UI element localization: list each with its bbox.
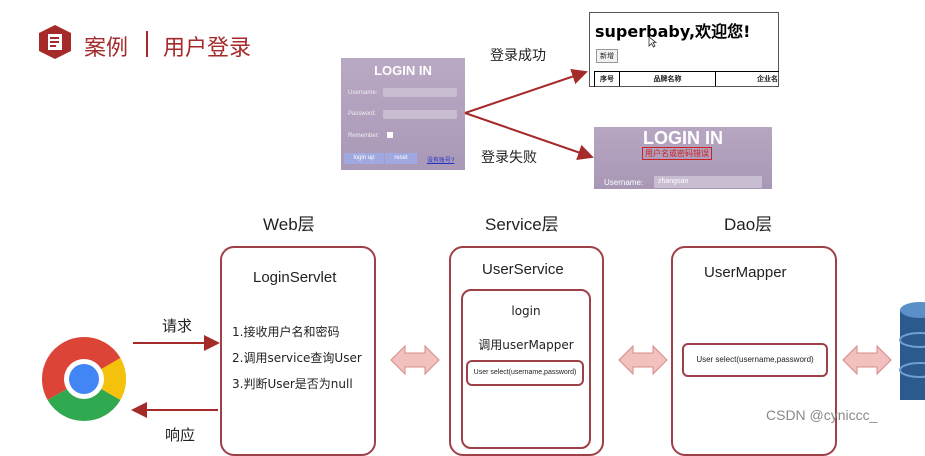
book-icon [39, 25, 71, 59]
user-mapper-label: UserMapper [704, 264, 787, 281]
login-form-preview: LOGIN IN Username: Password: Remember: l… [341, 58, 465, 170]
fail-page-title: LOGIN IN [643, 128, 723, 148]
fail-page-preview: LOGIN IN 用户名或密码错误 Username: zhangsan [594, 127, 772, 189]
web-step: 3.判断User是否为null [232, 377, 353, 391]
login-button[interactable]: login up [344, 153, 384, 164]
service-signature-box: User select(username,password) [466, 360, 584, 386]
service-layer-box: UserService login 调用userMapper User sele… [449, 246, 604, 456]
username-input[interactable] [383, 88, 457, 97]
success-page-preview: superbaby,欢迎您! 新增 序号 品牌名称 企业名 [589, 12, 779, 87]
cursor-icon [648, 36, 658, 48]
success-arrow [464, 68, 588, 114]
response-label: 响应 [165, 426, 196, 444]
remember-label: Remember: [348, 133, 380, 139]
username-label: Username: [604, 178, 644, 187]
request-label: 请求 [162, 317, 193, 335]
fail-arrow [464, 112, 594, 160]
error-message: 用户名或密码错误 [642, 147, 712, 160]
login-method-box: login 调用userMapper User select(username,… [461, 289, 591, 449]
username-input[interactable]: zhangsan [654, 176, 762, 188]
web-layer-title: Web层 [263, 215, 315, 234]
column-header: 序号 [595, 72, 620, 86]
web-step: 1.接收用户名和密码 [232, 325, 340, 339]
success-label: 登录成功 [490, 48, 546, 64]
dao-signature-box: User select(username,password) [682, 343, 828, 377]
column-header: 企业名 [757, 75, 778, 83]
dao-layer-title: Dao层 [724, 215, 773, 234]
chrome-icon [41, 337, 127, 422]
welcome-text: superbaby,欢迎您! [595, 22, 751, 41]
remember-checkbox[interactable] [387, 132, 393, 138]
web-layer-box: LoginServlet 1.接收用户名和密码 2.调用service查询Use… [220, 246, 376, 456]
column-header: 品牌名称 [620, 72, 716, 86]
database-icon [899, 302, 925, 400]
username-label: Username: [348, 90, 378, 96]
brand-table-header: 序号 品牌名称 企业名 [594, 71, 779, 87]
header-divider [146, 31, 148, 57]
reset-button[interactable]: reset [385, 153, 417, 164]
double-arrow-icon [842, 344, 892, 376]
case-label: 案例 [84, 36, 129, 61]
login-form-title: LOGIN IN [374, 63, 432, 78]
password-label: Password: [348, 111, 377, 117]
page-title: 用户登录 [163, 36, 252, 61]
call-mapper-label: 调用userMapper [478, 338, 574, 352]
flow-arrows [131, 68, 594, 418]
fail-label: 登录失败 [481, 150, 537, 166]
double-arrow-icon [618, 344, 668, 376]
register-link[interactable]: 没有账号? [427, 158, 455, 164]
dao-layer-box: UserMapper User select(username,password… [671, 246, 837, 456]
double-arrow-icon [390, 344, 440, 376]
watermark: CSDN @cyniccc_ [766, 407, 878, 423]
add-button[interactable]: 新增 [596, 49, 618, 63]
web-step: 2.调用service查询User [232, 351, 362, 365]
password-input[interactable] [383, 110, 457, 119]
user-service-label: UserService [482, 261, 564, 278]
login-method-label: login [511, 304, 541, 318]
login-servlet-label: LoginServlet [253, 269, 337, 286]
service-layer-title: Service层 [485, 215, 559, 234]
